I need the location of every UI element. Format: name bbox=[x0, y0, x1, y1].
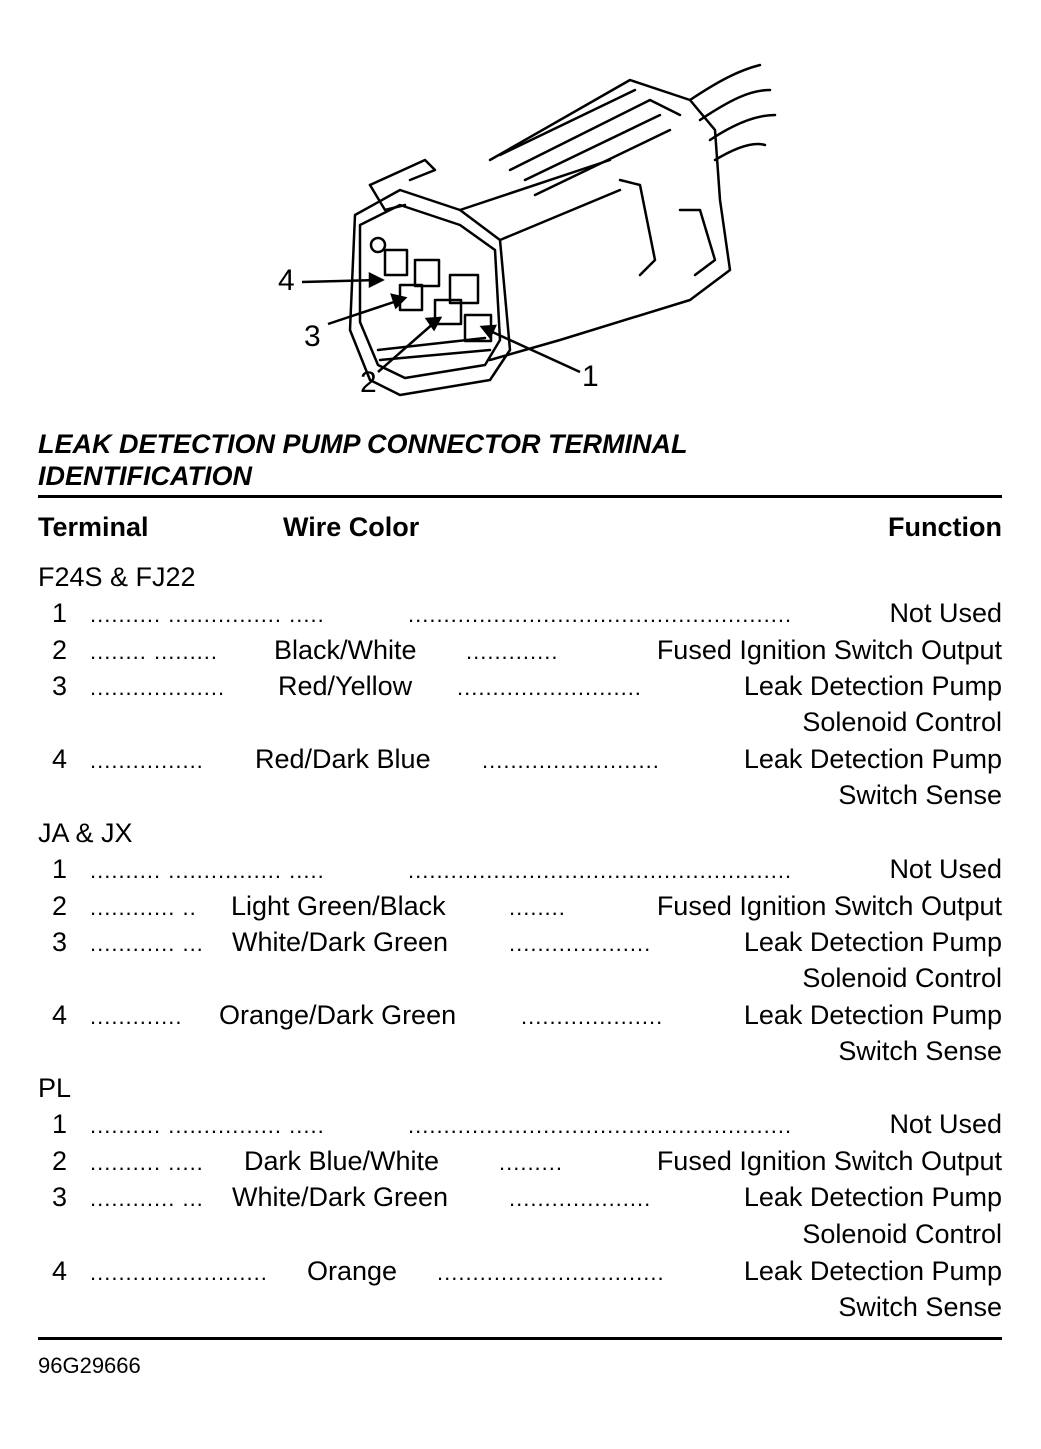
function-continuation: Solenoid Control bbox=[802, 1219, 1002, 1249]
wire-color: Orange/Dark Green bbox=[219, 1000, 457, 1030]
wire-color: Orange bbox=[307, 1256, 398, 1286]
terminal-number: 4 bbox=[52, 1256, 68, 1286]
leader-dots: ............ .. bbox=[90, 895, 197, 920]
function-text: Not Used bbox=[889, 854, 1002, 884]
leader-dots: .......... ................ ..... bbox=[90, 602, 325, 627]
leader-dots: ........ ......... bbox=[90, 639, 219, 664]
terminal-number: 1 bbox=[52, 598, 68, 628]
connector-drawing bbox=[348, 63, 777, 397]
function-continuation: Switch Sense bbox=[838, 1036, 1002, 1066]
table-row: 3 ............ ... White/Dark Green ....… bbox=[0, 927, 1041, 961]
leader-dots: ................... bbox=[90, 675, 226, 700]
leader-dots: ......... bbox=[499, 1150, 564, 1175]
table-row: 2 ............ .. Light Green/Black ....… bbox=[0, 891, 1041, 925]
leader-dots: .......................... bbox=[457, 675, 642, 700]
leader-dots: ........................................… bbox=[408, 1113, 793, 1138]
wire-color: White/Dark Green bbox=[232, 1182, 449, 1212]
leader-dots: ............. bbox=[90, 1004, 183, 1029]
leader-dots: ........................................… bbox=[408, 602, 793, 627]
column-header-function: Function bbox=[888, 512, 1002, 542]
terminal-number: 1 bbox=[52, 1109, 68, 1139]
group-label: JA & JX bbox=[38, 818, 133, 848]
callout-leaders bbox=[301, 271, 581, 374]
function-continuation: Solenoid Control bbox=[802, 963, 1002, 993]
leader-dots: ............ ... bbox=[90, 931, 204, 956]
callout-3: 3 bbox=[304, 320, 321, 353]
callout-2: 2 bbox=[360, 366, 377, 399]
function-text: Leak Detection Pump bbox=[743, 1256, 1002, 1286]
table-row: 4 ......................... Orange .....… bbox=[0, 1256, 1041, 1290]
group-label: PL bbox=[38, 1073, 72, 1103]
leader-dots: ............. bbox=[466, 639, 559, 664]
function-text: Fused Ignition Switch Output bbox=[656, 1146, 1002, 1176]
function-text: Not Used bbox=[889, 1109, 1002, 1139]
leader-dots: ......................... bbox=[90, 1260, 268, 1285]
terminal-number: 2 bbox=[52, 635, 68, 665]
wire-color: Red/Dark Blue bbox=[255, 744, 431, 774]
function-continuation: Switch Sense bbox=[838, 1292, 1002, 1322]
callout-1: 1 bbox=[582, 360, 599, 393]
table-row: 4 ................ Red/Dark Blue .......… bbox=[0, 744, 1041, 778]
terminal-number: 4 bbox=[52, 744, 68, 774]
table-row: 3 ............ ... White/Dark Green ....… bbox=[0, 1182, 1041, 1216]
function-text: Fused Ignition Switch Output bbox=[656, 891, 1002, 921]
leader-dots: .......... ................ ..... bbox=[90, 858, 325, 883]
bottom-divider bbox=[38, 1337, 1002, 1340]
table-row: 4 ............. Orange/Dark Green ......… bbox=[0, 1000, 1041, 1034]
table-row: 2 .......... ..... Dark Blue/White .....… bbox=[0, 1146, 1041, 1180]
wire-color: Black/White bbox=[274, 635, 417, 665]
terminal-number: 2 bbox=[52, 891, 68, 921]
wire-color: Red/Yellow bbox=[278, 671, 413, 701]
terminal-number: 3 bbox=[52, 927, 68, 957]
wire-color: Light Green/Black bbox=[231, 891, 446, 921]
function-text: Not Used bbox=[889, 598, 1002, 628]
column-header-wire-color: Wire Color bbox=[283, 512, 420, 542]
callout-4: 4 bbox=[278, 264, 295, 297]
table-row: 3 ................... Red/Yellow .......… bbox=[0, 671, 1041, 705]
terminal-number: 3 bbox=[52, 1182, 68, 1212]
leader-dots: ........................................… bbox=[408, 858, 793, 883]
leader-dots: .......... ................ ..... bbox=[90, 1113, 325, 1138]
leader-dots: .................... bbox=[509, 931, 652, 956]
function-text: Leak Detection Pump bbox=[743, 927, 1002, 957]
function-text: Leak Detection Pump bbox=[743, 671, 1002, 701]
table-row: 2 ........ ......... Black/White .......… bbox=[0, 635, 1041, 669]
table-row: 1 .......... ................ ..... ....… bbox=[0, 598, 1041, 632]
leader-dots: ................................ bbox=[437, 1260, 665, 1285]
connector-illustration: 4 3 2 1 bbox=[260, 60, 800, 410]
leader-dots: .................... bbox=[521, 1004, 664, 1029]
table-title: LEAK DETECTION PUMP CONNECTOR TERMINAL I… bbox=[38, 429, 688, 491]
function-text: Leak Detection Pump bbox=[743, 1182, 1002, 1212]
figure-code: 96G29666 bbox=[38, 1353, 141, 1378]
terminal-number: 3 bbox=[52, 671, 68, 701]
terminal-number: 1 bbox=[52, 854, 68, 884]
leader-dots: ............ ... bbox=[90, 1186, 204, 1211]
wire-color: White/Dark Green bbox=[232, 927, 449, 957]
function-continuation: Switch Sense bbox=[838, 780, 1002, 810]
leader-dots: .................... bbox=[509, 1186, 652, 1211]
terminal-number: 2 bbox=[52, 1146, 68, 1176]
table-row: 1 .......... ................ ..... ....… bbox=[0, 1109, 1041, 1143]
function-text: Leak Detection Pump bbox=[743, 744, 1002, 774]
leader-dots: ........ bbox=[509, 895, 566, 920]
leader-dots: ......................... bbox=[482, 748, 660, 773]
function-text: Leak Detection Pump bbox=[743, 1000, 1002, 1030]
table-row: 1 .......... ................ ..... ....… bbox=[0, 854, 1041, 888]
title-divider bbox=[38, 495, 1002, 498]
function-text: Fused Ignition Switch Output bbox=[656, 635, 1002, 665]
column-header-terminal: Terminal bbox=[38, 512, 149, 542]
leader-dots: ................ bbox=[90, 748, 204, 773]
function-continuation: Solenoid Control bbox=[802, 707, 1002, 737]
leader-dots: .......... ..... bbox=[90, 1150, 204, 1175]
wire-color: Dark Blue/White bbox=[244, 1146, 440, 1176]
terminal-number: 4 bbox=[52, 1000, 68, 1030]
group-label: F24S & FJ22 bbox=[38, 562, 196, 592]
